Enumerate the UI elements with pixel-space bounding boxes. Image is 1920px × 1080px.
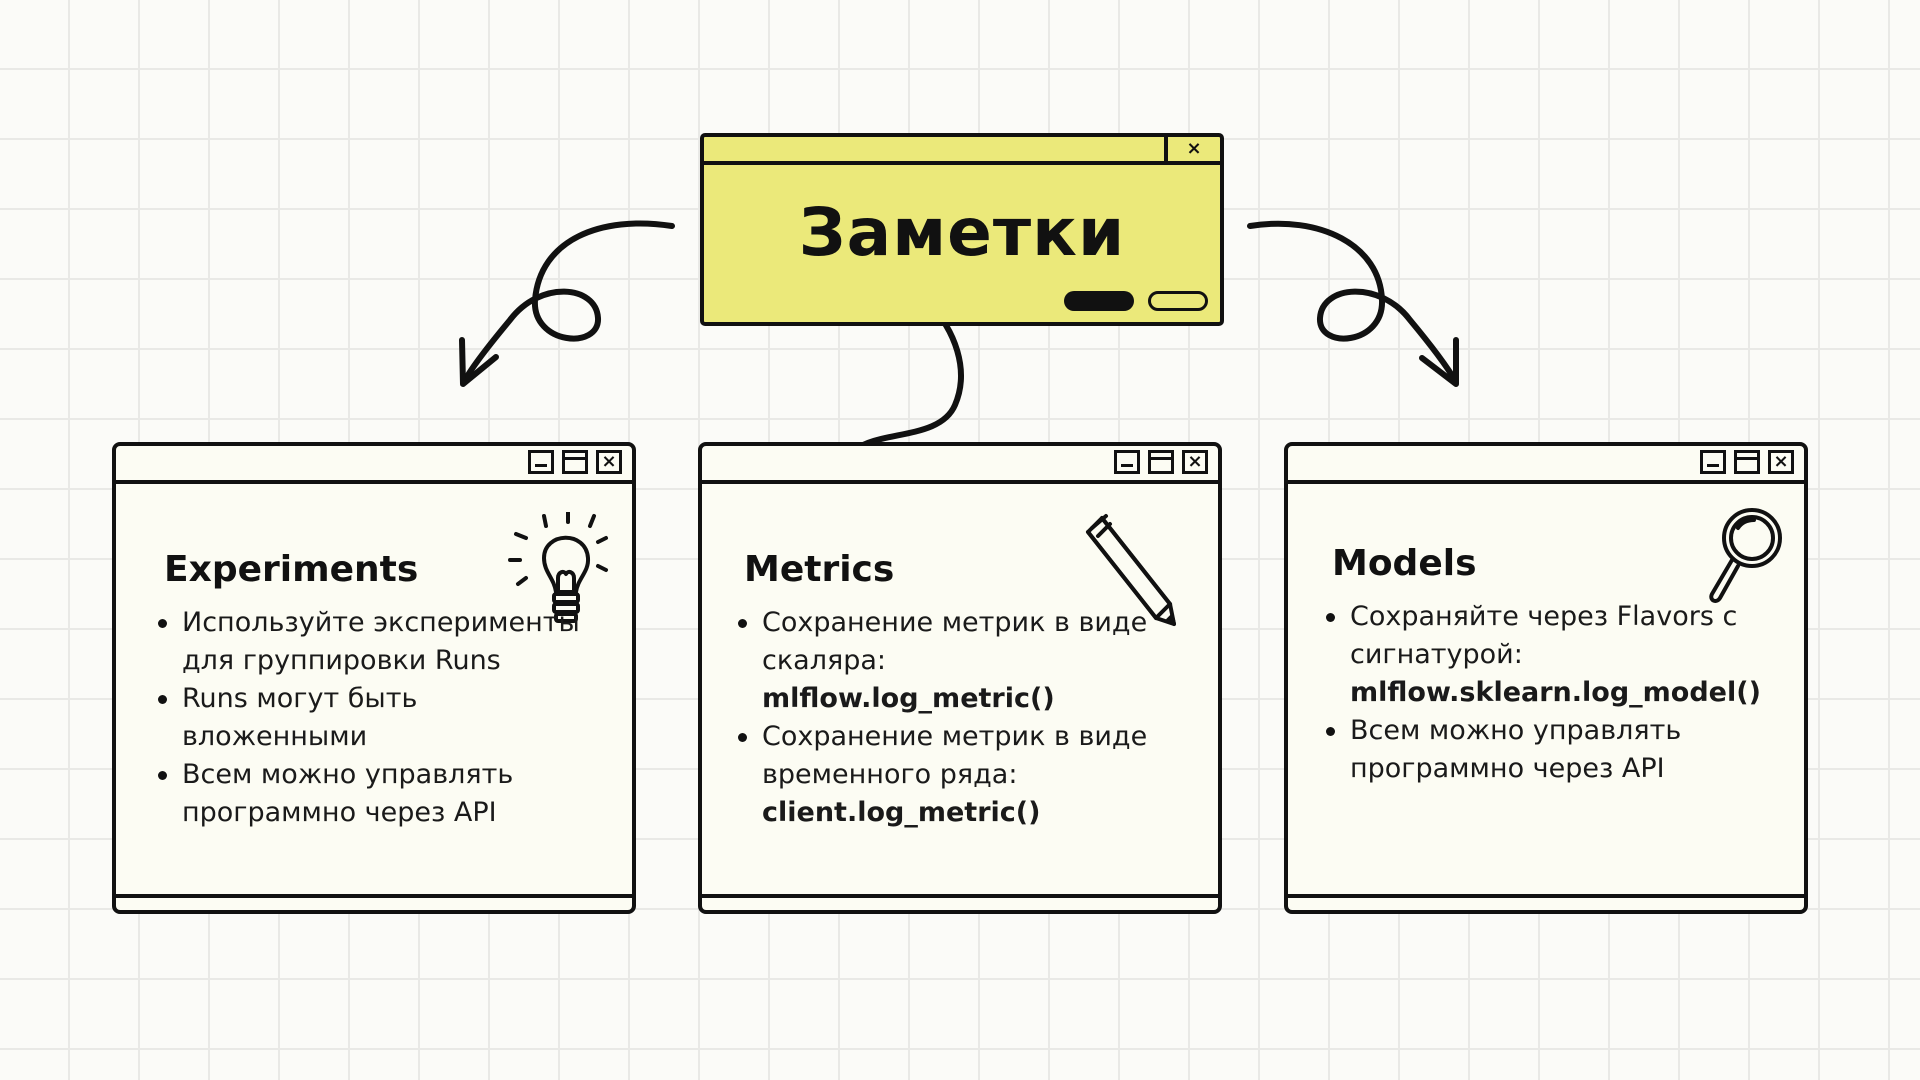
list-item: Сохраняйте через Flavors с сигнатурой: m… — [1326, 598, 1770, 712]
list-item: Сохранение метрик в виде скаляра: mlflow… — [738, 604, 1192, 718]
card-titlebar: × — [116, 446, 632, 484]
card-footer-line — [1288, 894, 1804, 898]
code-snippet: mlflow.sklearn.log_model() — [1350, 677, 1761, 708]
list-item: Runs могут быть вложенными — [158, 680, 602, 756]
bullet-text: Сохранение метрик в виде скаляра: — [762, 607, 1148, 676]
magnifier-icon — [1709, 508, 1782, 603]
close-icon[interactable]: × — [596, 450, 622, 474]
code-snippet: client.log_metric() — [762, 797, 1041, 828]
bullet-list: Сохраняйте через Flavors с сигнатурой: m… — [1304, 598, 1770, 788]
bullet-text: Runs могут быть вложенными — [182, 683, 418, 752]
bullet-text: Всем можно управлять программно через AP… — [1350, 715, 1682, 784]
close-icon[interactable]: × — [1164, 137, 1220, 161]
list-item: Всем можно управлять программно через AP… — [158, 756, 602, 832]
page-title: Заметки — [798, 194, 1126, 271]
list-item: Используйте эксперименты для группировки… — [158, 604, 602, 680]
card-models: × Models Сохраняйте через Flavors с сигн… — [1284, 442, 1808, 914]
arrowhead-right — [1419, 337, 1459, 387]
card-experiments: × Experiments Используйте эксперименты д… — [112, 442, 636, 914]
minimize-icon[interactable] — [1114, 450, 1140, 474]
card-titlebar: × — [702, 446, 1218, 484]
card-heading: Metrics — [744, 549, 895, 590]
close-icon[interactable]: × — [1768, 450, 1794, 474]
list-item: Сохранение метрик в виде временного ряда… — [738, 718, 1192, 832]
window-controls: × — [528, 450, 622, 474]
bullet-text: Сохраняйте через Flavors с сигнатурой: — [1350, 601, 1738, 670]
outline-pill-button[interactable] — [1148, 291, 1208, 311]
window-controls: × — [1114, 450, 1208, 474]
card-titlebar: × — [1288, 446, 1804, 484]
filled-pill-button[interactable] — [1064, 291, 1134, 311]
list-item: Всем можно управлять программно через AP… — [1326, 712, 1770, 788]
maximize-icon[interactable] — [1148, 450, 1174, 474]
title-window-titlebar: × — [704, 137, 1220, 165]
card-metrics: × Metrics Сохранение метрик в виде скаля… — [698, 442, 1222, 914]
card-heading: Models — [1332, 543, 1477, 584]
title-window: × Заметки — [700, 133, 1224, 326]
close-icon[interactable]: × — [1182, 450, 1208, 474]
minimize-icon[interactable] — [1700, 450, 1726, 474]
arrow-to-experiments — [461, 220, 675, 385]
card-footer-line — [116, 894, 632, 898]
maximize-icon[interactable] — [1734, 450, 1760, 474]
bullet-list: Используйте эксперименты для группировки… — [136, 604, 602, 832]
arrow-to-models — [1247, 220, 1459, 385]
card-footer-line — [702, 894, 1218, 898]
maximize-icon[interactable] — [562, 450, 588, 474]
bullet-text: Используйте эксперименты для группировки… — [182, 607, 580, 676]
arrowhead-left — [459, 337, 499, 387]
pencil-icon — [1086, 514, 1176, 626]
bullet-list: Сохранение метрик в виде скаляра: mlflow… — [716, 604, 1192, 832]
minimize-icon[interactable] — [528, 450, 554, 474]
bullet-text: Сохранение метрик в виде временного ряда… — [762, 721, 1148, 790]
window-controls: × — [1700, 450, 1794, 474]
lightbulb-icon — [508, 512, 608, 623]
code-snippet: mlflow.log_metric() — [762, 683, 1055, 714]
card-heading: Experiments — [164, 549, 419, 590]
bullet-text: Всем можно управлять программно через AP… — [182, 759, 514, 828]
